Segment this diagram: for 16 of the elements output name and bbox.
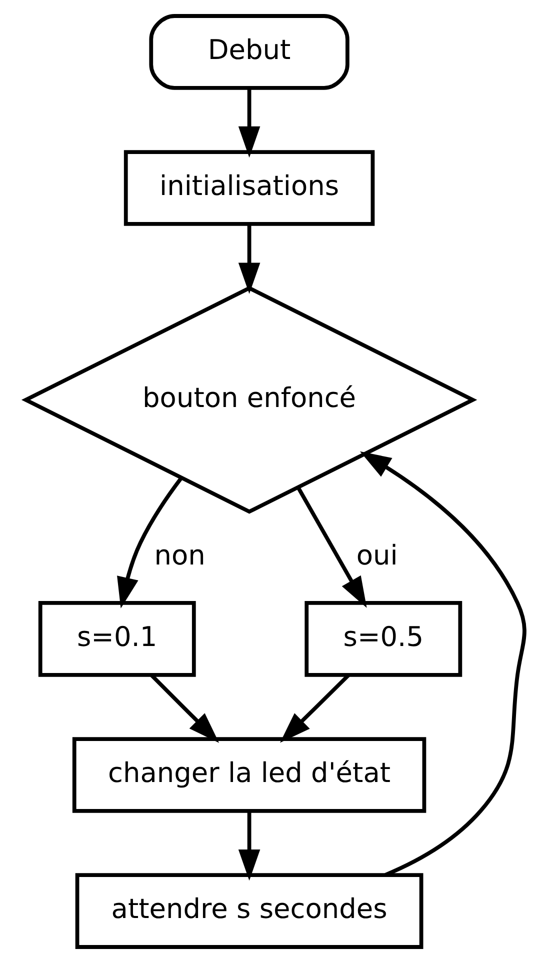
node-box: s=0.1	[38, 601, 196, 677]
arrow	[296, 486, 366, 608]
edge-label: oui	[356, 540, 398, 572]
node-box: s=0.5	[304, 601, 462, 677]
arrow	[238, 224, 260, 294]
arrow	[116, 477, 182, 608]
arrow	[238, 88, 260, 158]
node-box: Debut	[148, 14, 349, 90]
arrow	[279, 674, 350, 743]
arrow	[149, 674, 219, 743]
node-diamond: bouton enfoncé	[20, 286, 477, 514]
node-box: changer la led d'état	[72, 737, 426, 813]
arrow	[238, 810, 260, 881]
node-box: initialisations	[123, 150, 374, 226]
edge-label: non	[154, 540, 205, 572]
node-box: attendre s secondes	[74, 873, 423, 949]
